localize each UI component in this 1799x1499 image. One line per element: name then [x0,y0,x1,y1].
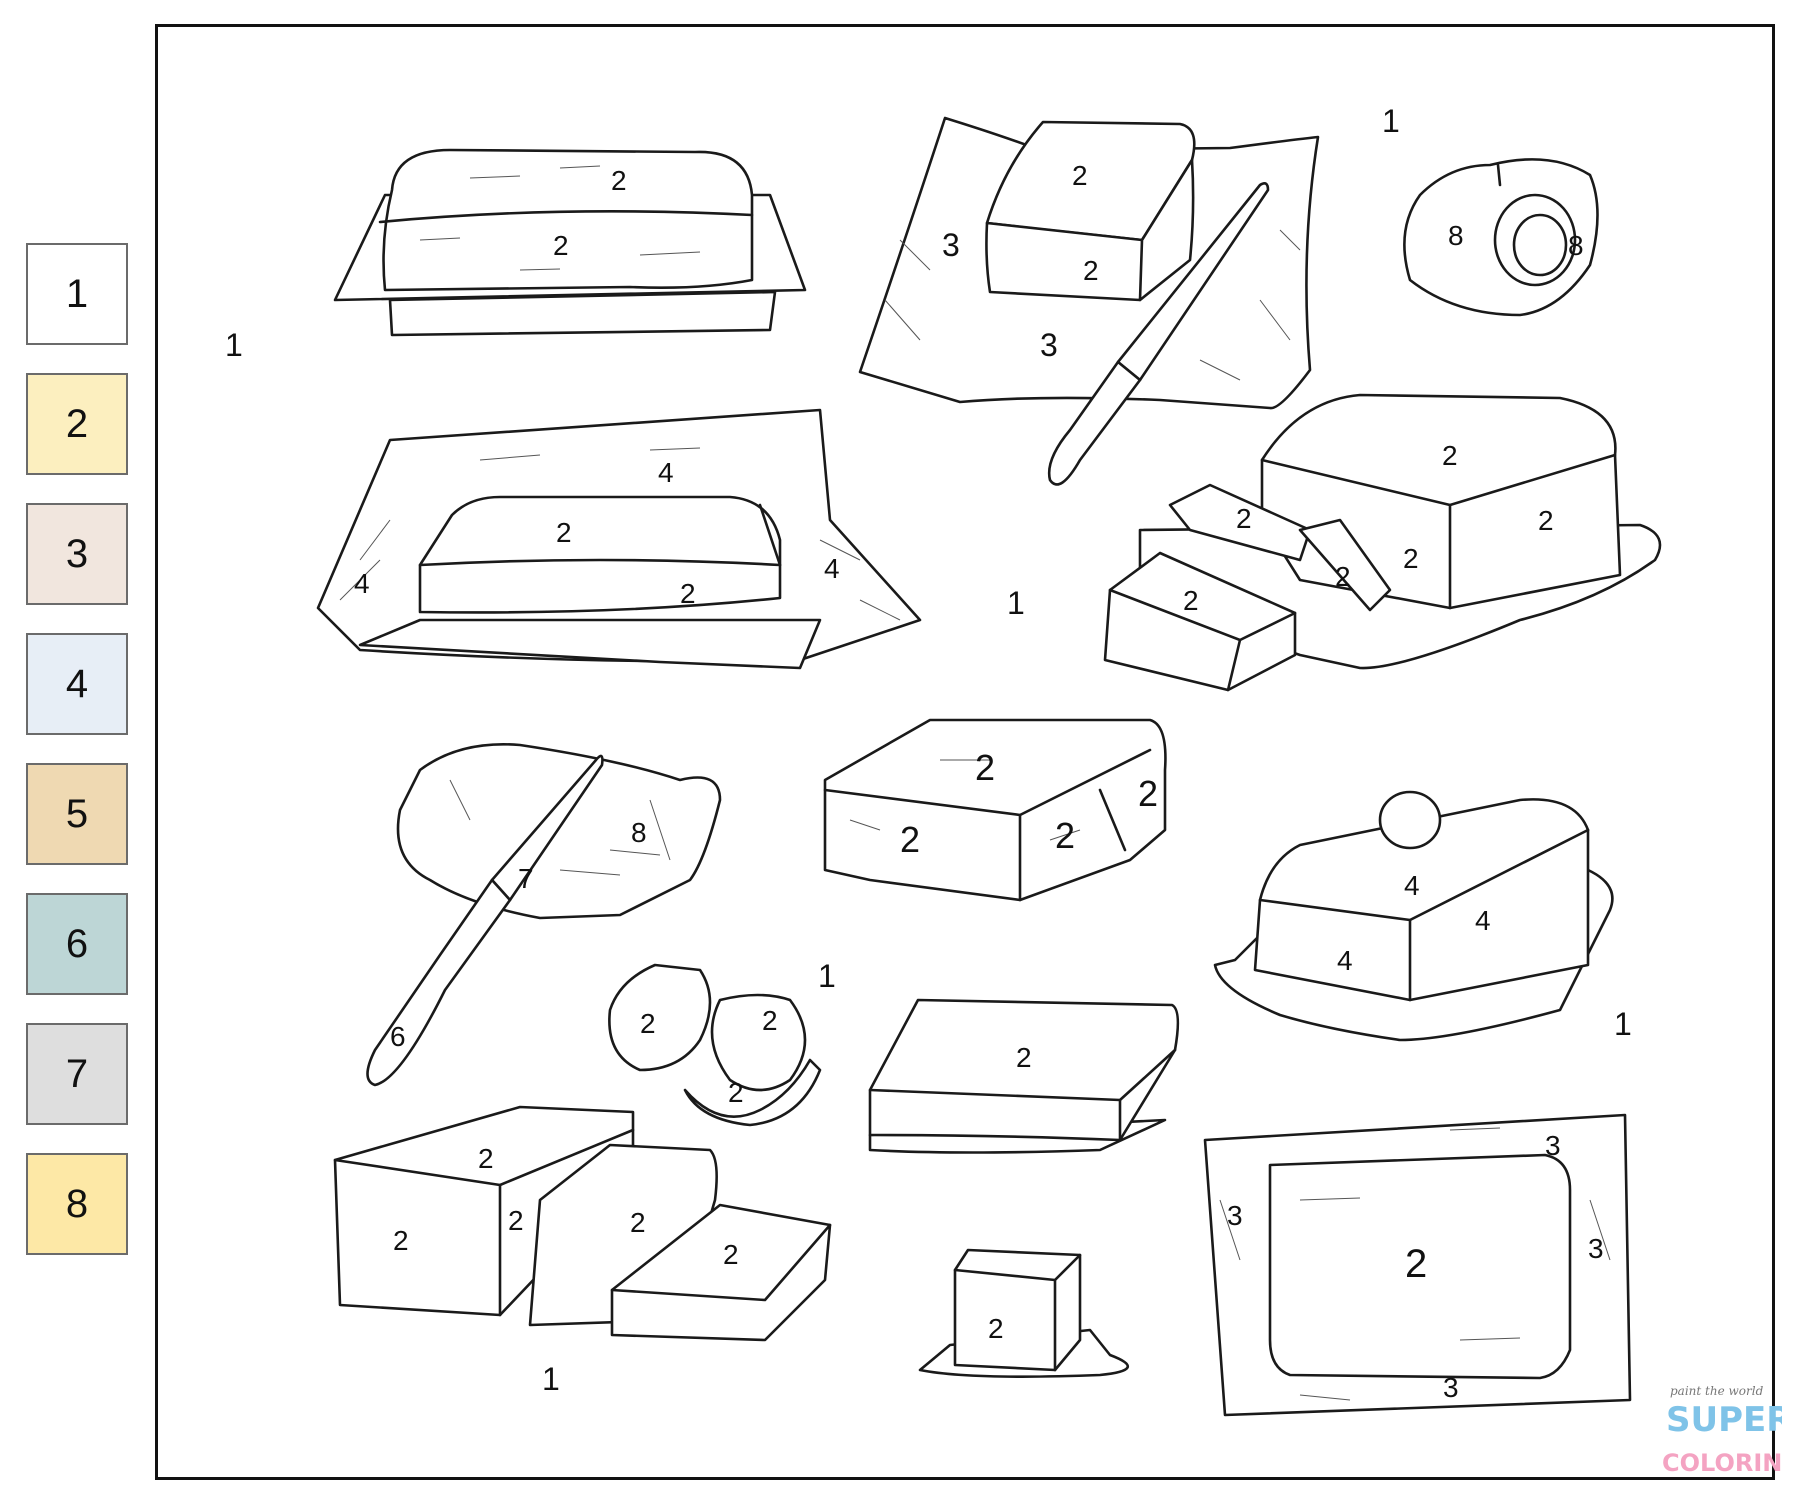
label-bitten-side: 2 [1138,773,1158,814]
legend-swatch-2[interactable]: 2 [26,373,128,475]
label-wrap-left: 4 [354,568,370,599]
legend-swatch-8[interactable]: 8 [26,1153,128,1255]
covered-butter-dish[interactable] [1213,790,1614,1042]
label-cut-block-top: 2 [478,1143,494,1174]
label-board-slice-c: 2 [1183,585,1199,616]
label-tray-butter: 2 [1405,1242,1427,1286]
label-board-block-side: 2 [1538,505,1554,536]
legend-swatch-4[interactable]: 4 [26,633,128,735]
super-coloring-logo: paint the world SUPER COLORING [1662,1384,1782,1477]
legend-swatch-5[interactable]: 5 [26,763,128,865]
logo-tagline: paint the world [1670,1384,1764,1398]
label-bitten-top: 2 [975,747,995,788]
label-paper-bottom: 3 [1040,327,1058,363]
label-covered-front: 4 [1337,945,1353,976]
label-tray-bottom: 3 [1443,1372,1459,1403]
label-melting-block: 2 [1016,1042,1032,1073]
label-tray-top: 3 [1545,1130,1561,1161]
label-rolls-right: 2 [762,1005,778,1036]
logo-line1: SUPER [1666,1400,1782,1440]
label-knife-handle: 6 [390,1021,406,1052]
butter-rolls[interactable] [608,963,822,1127]
label-board-block-top: 2 [1442,440,1458,471]
label-scoop: 8 [631,817,647,848]
label-bitten-front: 2 [900,819,920,860]
label-cut-block-front: 2 [393,1225,409,1256]
butter-dish[interactable] [333,148,807,337]
label-board-block-front: 2 [1403,543,1419,574]
label-knife-blade: 7 [518,863,534,894]
paper-block-knife[interactable] [858,116,1320,486]
legend-swatch-3[interactable]: 3 [26,503,128,605]
label-bg-center: 1 [1007,585,1025,621]
legend-swatch-6[interactable]: 6 [26,893,128,995]
label-cut-slice: 2 [723,1239,739,1270]
cut-butter-pieces[interactable] [333,1105,832,1342]
melting-butter-block[interactable] [868,998,1180,1154]
label-paper-left: 3 [942,227,960,263]
label-cube: 2 [988,1313,1004,1344]
bitten-butter-block[interactable] [823,718,1167,902]
label-tray-left: 3 [1227,1200,1243,1231]
butter-scoop-knife[interactable] [366,743,722,1087]
label-bg-top-right: 1 [1382,103,1400,139]
label-curl-left: 8 [1448,220,1464,251]
label-paper-block-top: 2 [1072,160,1088,191]
coloring-frame [155,24,1775,1480]
legend-swatch-1[interactable]: 1 [26,243,128,345]
label-rolls-left: 2 [640,1008,656,1039]
wrapped-butter[interactable] [316,408,922,670]
label-wrap-right: 4 [824,553,840,584]
label-bg-mid: 1 [818,958,836,994]
label-tray-right: 3 [1588,1233,1604,1264]
label-bg-right: 1 [1614,1006,1632,1042]
label-dish-front: 2 [553,230,569,261]
label-board-slice-b: 2 [1335,561,1351,592]
label-curl-right: 8 [1568,230,1584,261]
label-wrap-block-top: 2 [556,517,572,548]
label-rolls-bottom: 2 [728,1077,744,1108]
butter-tray[interactable] [1203,1113,1632,1417]
butter-curl[interactable] [1403,158,1599,317]
label-paper-block-front: 2 [1083,255,1099,286]
butter-cube[interactable] [918,1248,1130,1378]
label-cut-mid: 2 [630,1207,646,1238]
logo-line2: COLORING [1662,1449,1782,1477]
legend-swatch-7[interactable]: 7 [26,1023,128,1125]
label-covered-top: 4 [1404,870,1420,901]
butter-on-board[interactable] [1103,393,1662,692]
label-board-slice-a: 2 [1236,503,1252,534]
label-cut-block-side: 2 [508,1205,524,1236]
label-bg-left: 1 [225,327,243,363]
label-covered-side: 4 [1475,905,1491,936]
label-wrap-block-front: 2 [680,578,696,609]
label-bg-bottom: 1 [542,1361,560,1397]
label-bitten-bite: 2 [1055,815,1075,856]
label-dish-lid: 2 [611,165,627,196]
label-wrap-back: 4 [658,457,674,488]
